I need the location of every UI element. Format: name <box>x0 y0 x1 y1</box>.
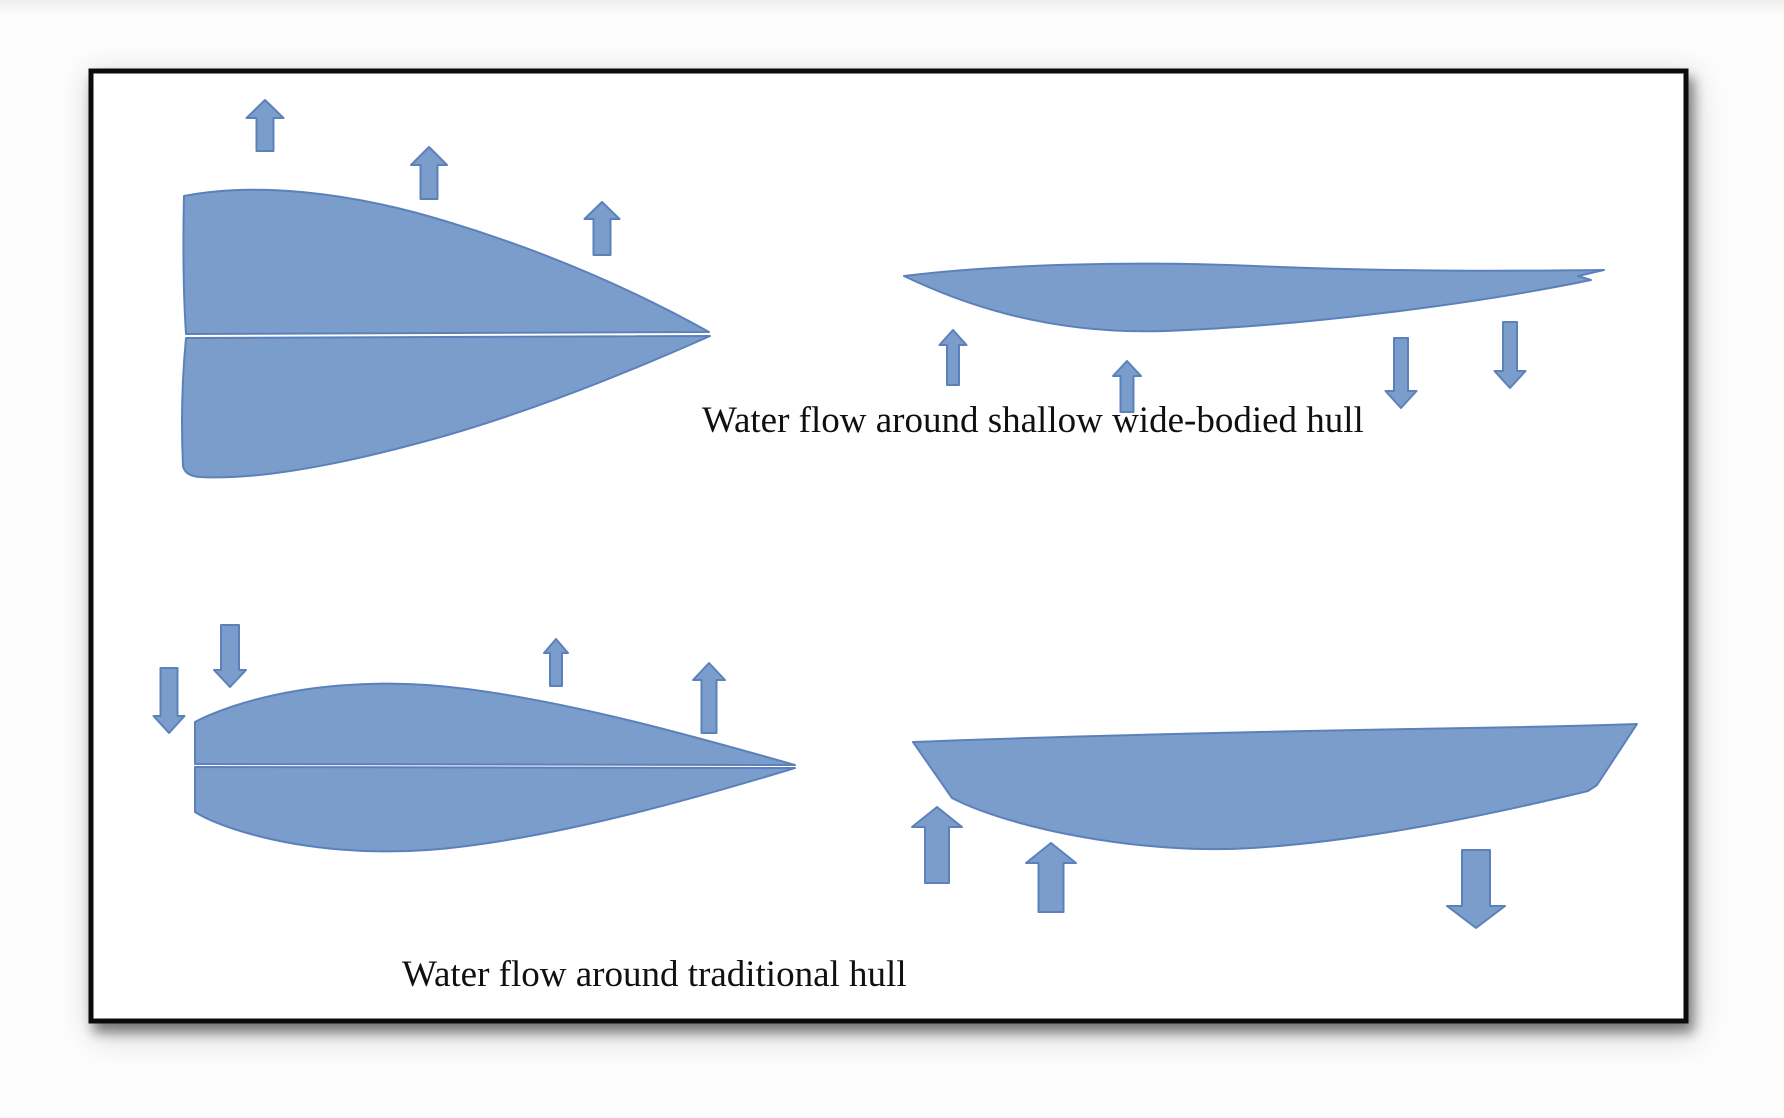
shallow-wide-hull-upper-half <box>182 188 710 335</box>
flow-arrow-down-icon <box>1384 337 1418 409</box>
flow-arrow-up-icon <box>938 329 968 386</box>
shallow-wide-hull-lower-half <box>181 335 711 479</box>
flow-arrow-down-icon <box>1446 849 1506 929</box>
flow-arrow-up-icon <box>583 201 621 256</box>
caption-shallow-wide-hull: Water flow around shallow wide-bodied hu… <box>702 400 1364 441</box>
flow-arrow-down-icon <box>152 667 186 734</box>
traditional-hull-lower-half <box>194 766 796 853</box>
traditional-hull-top-view <box>194 682 796 853</box>
caption-traditional-hull: Water flow around traditional hull <box>402 954 907 995</box>
flow-arrow-up-icon <box>1025 842 1077 913</box>
shallow-wide-hull-side-view <box>903 262 1605 333</box>
traditional-hull-side-view <box>912 723 1638 851</box>
flow-arrow-up-icon <box>543 638 569 687</box>
flow-arrow-up-icon <box>911 806 963 884</box>
flow-arrow-down-icon <box>1493 321 1527 389</box>
flow-arrow-up-icon <box>245 99 285 152</box>
traditional-hull-upper-half <box>194 682 796 766</box>
flow-arrow-down-icon <box>213 624 247 688</box>
flow-arrow-up-icon <box>692 662 726 734</box>
flow-arrow-up-icon <box>410 146 448 200</box>
flow-arrow-up-icon <box>1112 360 1142 413</box>
shallow-wide-hull-top-view <box>181 188 711 479</box>
flow-arrow-layer <box>152 99 1527 929</box>
